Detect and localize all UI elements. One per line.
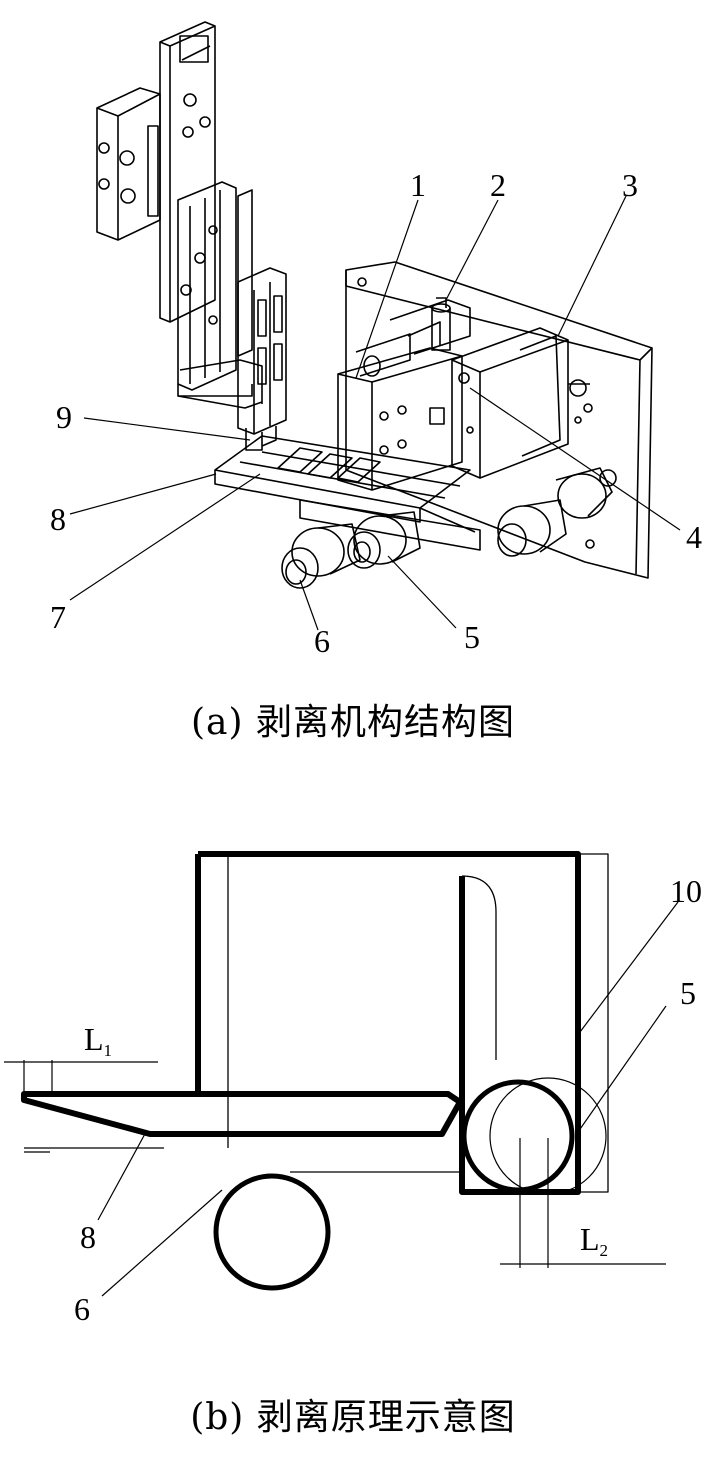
label-l1: L1 [84,1021,112,1060]
figure-a: 1 2 3 4 5 6 7 8 9 (a) 剥离机构结构图 [50,21,702,743]
guide-rails [177,181,263,409]
label-8: 8 [50,501,66,537]
label-2: 2 [490,167,506,203]
label-6: 6 [314,623,330,659]
label-l2: L2 [580,1221,608,1260]
caption-b: (b) 剥离原理示意图 [190,1397,516,1438]
label-3: 3 [622,167,638,203]
base-table [214,435,481,551]
mechanism-drawing: 1 2 3 4 5 6 7 8 9 [50,21,702,659]
roller-5 [461,1077,607,1268]
stripping-plate [21,851,581,1195]
label-9: 9 [56,399,72,435]
press-cylinder [237,267,287,451]
label-4: 4 [686,519,702,555]
vertical-pin [431,297,451,351]
figure-b: L1 L2 8 6 5 10 (b) 剥离原理示意图 [0,760,706,1471]
label-7: 7 [50,599,66,635]
caption-a: (a) 剥离机构结构图 [191,702,515,743]
vertical-column [159,21,216,323]
roller-6 [213,1173,331,1291]
rollers [281,467,617,589]
side-block [96,87,161,241]
leader-lines [69,195,681,631]
label-1: 1 [410,167,426,203]
stripping-head [337,299,471,491]
right-cylinder [451,327,590,479]
label-6b: 6 [74,1291,90,1327]
dimension-l1 [4,1060,158,1096]
principle-drawing: L1 L2 8 6 5 10 [4,851,702,1327]
label-5b: 5 [680,975,696,1011]
label-5: 5 [464,619,480,655]
label-10b: 10 [670,873,702,909]
label-8b: 8 [80,1219,96,1255]
back-plate [345,261,653,579]
leader-lines-b [97,901,679,1297]
